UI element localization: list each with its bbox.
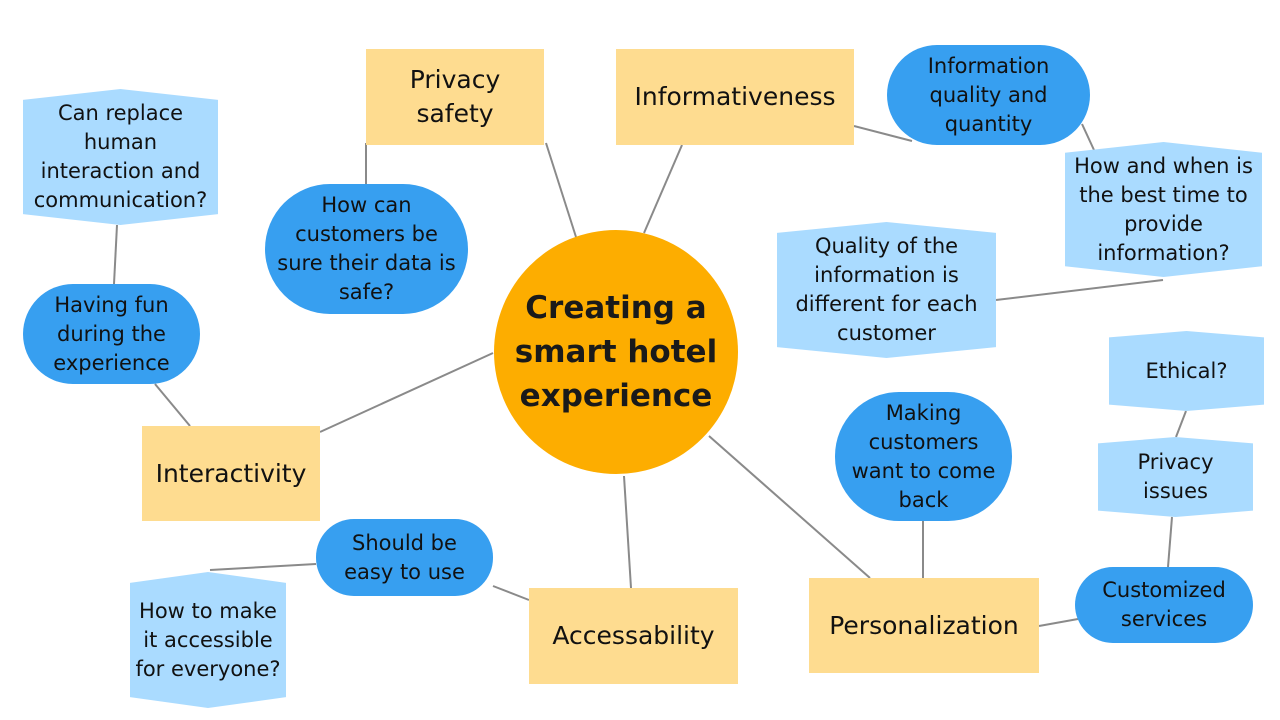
question-accessible: How to make it accessible for everyone?: [130, 572, 286, 708]
category-privacy-safety: Privacy safety: [366, 49, 544, 145]
question-quality-diff: Quality of the information is different …: [777, 222, 996, 358]
link: [853, 125, 913, 142]
link: [209, 563, 317, 571]
category-personalization: Personalization: [809, 578, 1039, 673]
link: [623, 475, 632, 589]
link: [1038, 618, 1079, 627]
subtopic-easy-use: Should be easy to use: [316, 519, 493, 596]
central-topic: Creating a smart hotel experience: [494, 230, 738, 474]
link: [154, 383, 191, 427]
question-replace-human: Can replace human interaction and commun…: [23, 89, 218, 225]
link: [1175, 410, 1187, 438]
link: [995, 279, 1164, 301]
category-interactivity: Interactivity: [142, 426, 320, 521]
subtopic-come-back: Making customers want to come back: [835, 392, 1012, 521]
subtopic-having-fun: Having fun during the experience: [23, 284, 200, 384]
subtopic-data-safe: How can customers be sure their data is …: [265, 184, 468, 314]
link: [1081, 123, 1095, 151]
link: [319, 352, 494, 433]
category-accessability: Accessability: [529, 588, 738, 684]
question-ethical: Ethical?: [1109, 331, 1264, 411]
subtopic-customized: Customized services: [1075, 567, 1253, 643]
category-informativeness: Informativeness: [616, 49, 854, 145]
link: [708, 435, 871, 579]
link: [643, 144, 683, 234]
question-how-when: How and when is the best time to provide…: [1065, 142, 1262, 277]
link: [545, 142, 577, 238]
link: [113, 224, 118, 285]
question-privacy-issues: Privacy issues: [1098, 437, 1253, 517]
link: [492, 585, 530, 601]
link: [1167, 516, 1173, 568]
subtopic-info-quality: Information quality and quantity: [887, 45, 1090, 145]
